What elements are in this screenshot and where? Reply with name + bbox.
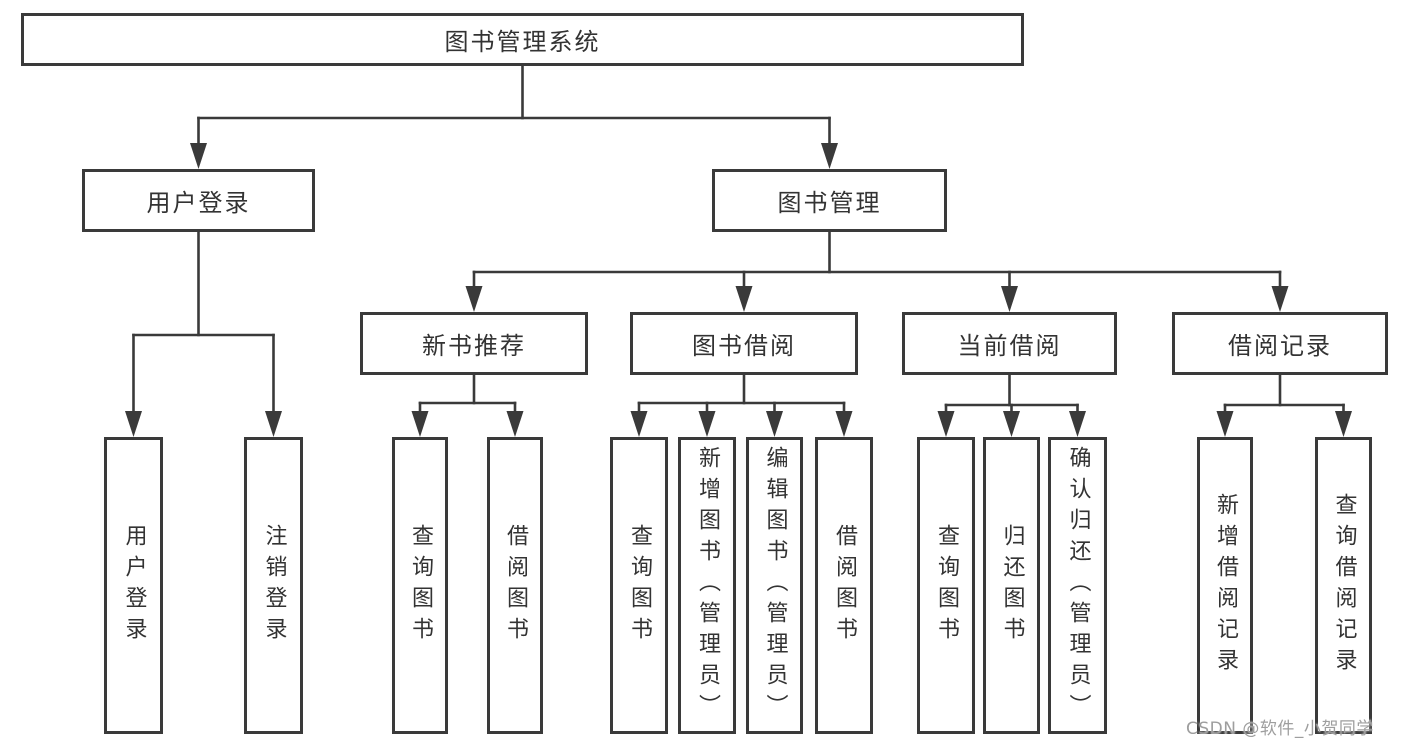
node-book-borrowing: 图书借阅 [630, 312, 858, 375]
node-book-management: 图书管理 [712, 169, 947, 232]
leaf-newbooks-borrow-books: 借阅图书 [487, 437, 543, 734]
leaf-borrowing-edit-books-admin: 编辑图书（管理员） [746, 437, 803, 734]
node-user-login: 用户登录 [82, 169, 315, 232]
leaf-records-add-record: 新增借阅记录 [1197, 437, 1253, 734]
leaf-current-return-books: 归还图书 [983, 437, 1040, 734]
leaf-records-query-record: 查询借阅记录 [1315, 437, 1372, 734]
leaf-borrowing-add-books-admin: 新增图书（管理员） [678, 437, 736, 734]
node-root: 图书管理系统 [21, 13, 1024, 66]
leaf-logout: 注销登录 [244, 437, 303, 734]
leaf-user-login: 用户登录 [104, 437, 163, 734]
csdn-watermark: CSDN @软件_小贺同学 [1186, 719, 1374, 739]
node-borrowing-records: 借阅记录 [1172, 312, 1388, 375]
leaf-borrowing-borrow-books: 借阅图书 [815, 437, 873, 734]
leaf-current-confirm-return-admin: 确认归还（管理员） [1048, 437, 1107, 734]
leaf-borrowing-query-books: 查询图书 [610, 437, 668, 734]
leaf-current-query-books: 查询图书 [917, 437, 975, 734]
node-current-borrowing: 当前借阅 [902, 312, 1117, 375]
node-new-book-recommend: 新书推荐 [360, 312, 588, 375]
leaf-newbooks-query-books: 查询图书 [392, 437, 448, 734]
